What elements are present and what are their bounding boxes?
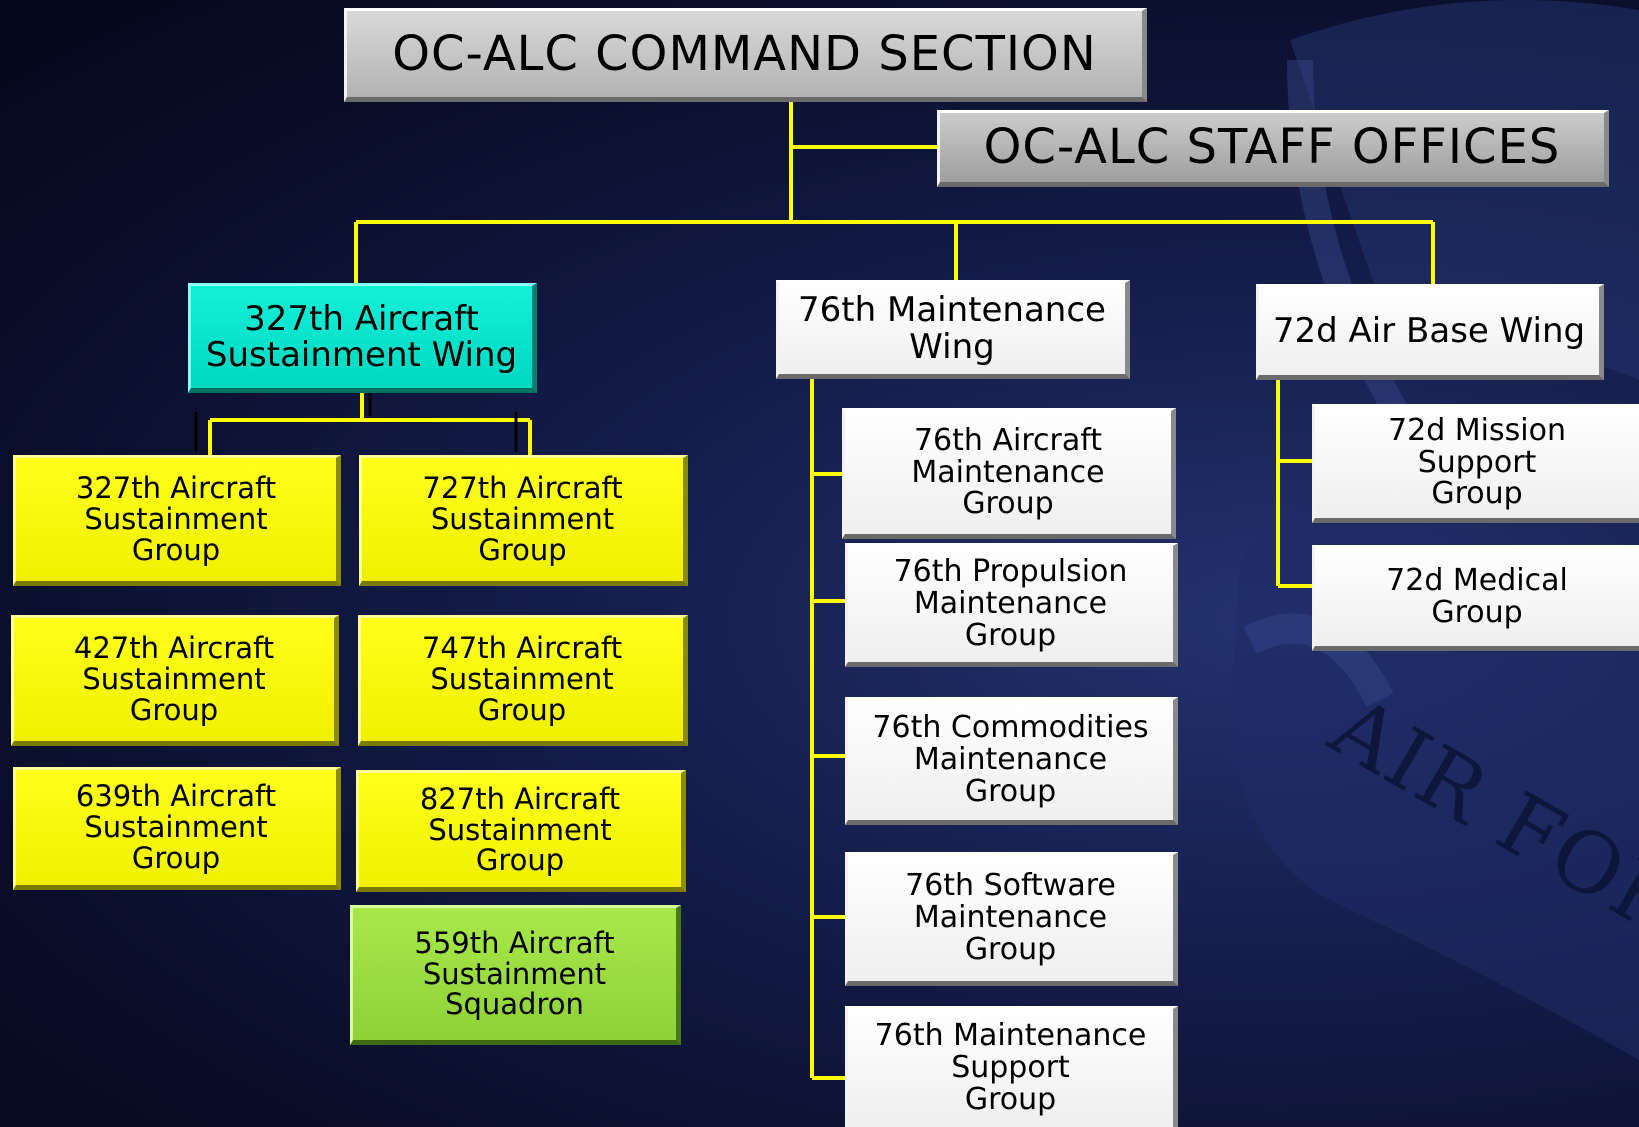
command-section-box[interactable]: OC-ALC COMMAND SECTION	[344, 8, 1147, 102]
group-747-line: 747th Aircraft	[421, 631, 623, 666]
wing-327-label-line: 327th Aircraft	[244, 298, 479, 339]
group-327-line: 327th Aircraft	[75, 471, 277, 506]
wing-72-box[interactable]: 72d Air Base Wing	[1256, 284, 1604, 380]
group-327-line: Group	[131, 532, 221, 567]
group-76-commodities-box[interactable]: 76th Commodities Maintenance Group	[845, 697, 1178, 825]
group-76-maint-support-line: Support	[951, 1050, 1070, 1086]
group-72-mission-support-line: Support	[1417, 444, 1537, 480]
staff-offices-label: OC-ALC STAFF OFFICES	[983, 119, 1561, 176]
wing-72-label: 72d Air Base Wing	[1272, 310, 1586, 351]
group-76-propulsion-line: Maintenance	[913, 586, 1108, 622]
group-72-mission-support-line: Group	[1431, 476, 1523, 512]
group-76-propulsion-box[interactable]: 76th Propulsion Maintenance Group	[845, 543, 1178, 667]
group-727-box[interactable]: 727th Aircraft Sustainment Group	[359, 455, 688, 586]
group-327-box[interactable]: 327th Aircraft Sustainment Group	[13, 455, 341, 586]
squadron-559-line: Squadron	[445, 987, 584, 1022]
group-827-line: 827th Aircraft	[419, 781, 621, 816]
group-747-line: Sustainment	[430, 662, 614, 697]
group-727-line: Group	[478, 532, 567, 567]
group-747-line: Group	[477, 692, 567, 727]
group-827-line: Group	[475, 843, 565, 878]
group-76-aircraft-line: Maintenance	[911, 454, 1105, 490]
group-76-software-line: 76th Software	[905, 868, 1116, 904]
group-76-maint-support-box[interactable]: 76th Maintenance Support Group	[845, 1006, 1178, 1127]
group-639-line: Group	[131, 840, 221, 875]
group-727-line: Sustainment	[430, 502, 615, 537]
group-76-propulsion-line: 76th Propulsion	[893, 554, 1128, 590]
group-427-line: Sustainment	[82, 662, 266, 697]
group-72-medical-box[interactable]: 72d Medical Group	[1312, 545, 1639, 651]
group-427-box[interactable]: 427th Aircraft Sustainment Group	[11, 615, 339, 746]
group-76-aircraft-line: Group	[962, 486, 1054, 522]
group-639-line: 639th Aircraft	[75, 779, 277, 814]
squadron-559-box[interactable]: 559th Aircraft Sustainment Squadron	[350, 905, 681, 1045]
command-section-label: OC-ALC COMMAND SECTION	[392, 25, 1097, 82]
group-427-line: 427th Aircraft	[73, 631, 275, 666]
group-327-line: Sustainment	[84, 502, 268, 537]
group-827-line: Sustainment	[428, 812, 612, 847]
group-76-commodities-line: Maintenance	[913, 742, 1108, 778]
group-76-software-line: Group	[964, 931, 1057, 967]
wing-327-label-line: Sustainment Wing	[205, 335, 518, 375]
group-727-line: 727th Aircraft	[422, 471, 623, 506]
group-76-software-box[interactable]: 76th Software Maintenance Group	[845, 852, 1178, 986]
group-76-aircraft-box[interactable]: 76th Aircraft Maintenance Group	[842, 408, 1176, 539]
group-76-aircraft-line: 76th Aircraft	[913, 422, 1102, 458]
group-76-maint-support-line: 76th Maintenance	[874, 1018, 1147, 1054]
group-827-box[interactable]: 827th Aircraft Sustainment Group	[356, 770, 686, 892]
wing-327-box[interactable]: 327th Aircraft Sustainment Wing	[188, 283, 537, 393]
squadron-559-line: 559th Aircraft	[414, 925, 615, 960]
group-639-line: Sustainment	[84, 810, 268, 845]
group-72-mission-support-box[interactable]: 72d Mission Support Group	[1312, 404, 1639, 523]
staff-offices-box[interactable]: OC-ALC STAFF OFFICES	[937, 110, 1609, 187]
group-72-mission-support-line: 72d Mission	[1388, 412, 1566, 448]
group-76-software-line: Maintenance	[913, 900, 1108, 936]
group-76-propulsion-line: Group	[964, 617, 1057, 653]
group-427-line: Group	[129, 692, 219, 727]
group-72-medical-line: Group	[1431, 595, 1523, 630]
group-76-commodities-line: 76th Commodities	[872, 710, 1149, 746]
wing-76-box[interactable]: 76th Maintenance Wing	[776, 280, 1130, 379]
wing-76-label-line: Wing	[909, 326, 995, 367]
group-76-commodities-line: Group	[964, 773, 1057, 809]
group-72-medical-line: 72d Medical	[1386, 563, 1568, 599]
group-639-box[interactable]: 639th Aircraft Sustainment Group	[13, 767, 341, 890]
wing-76-label-line: 76th Maintenance	[798, 290, 1106, 331]
group-76-maint-support-line: Group	[964, 1081, 1057, 1117]
group-747-box[interactable]: 747th Aircraft Sustainment Group	[358, 615, 688, 746]
squadron-559-line: Sustainment	[422, 956, 607, 991]
